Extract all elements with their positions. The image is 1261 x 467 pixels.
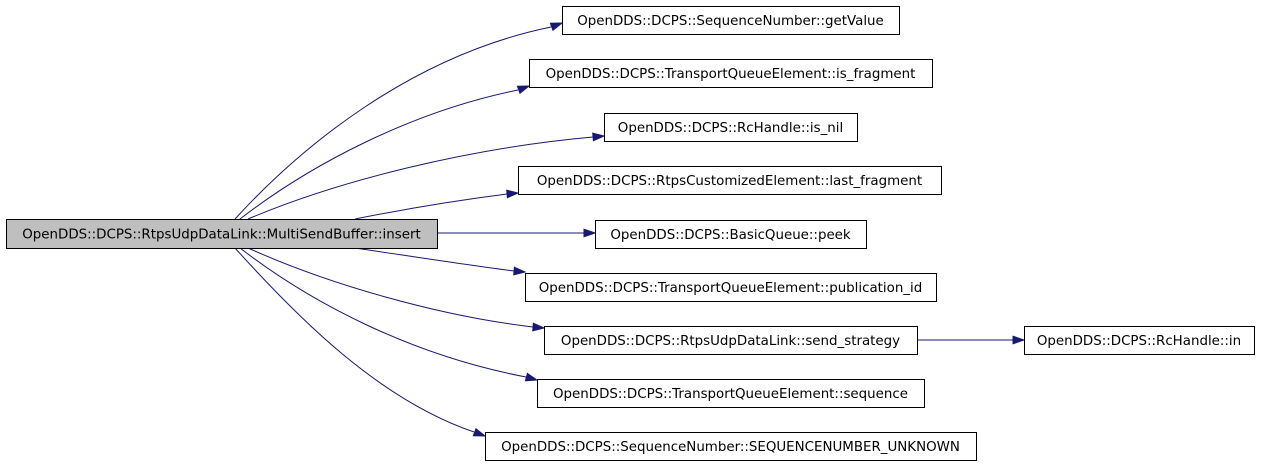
node-last_fragment[interactable]: OpenDDS::DCPS::RtpsCustomizedElement::la… — [518, 166, 942, 195]
node-label: OpenDDS::DCPS::TransportQueueElement::is… — [546, 67, 916, 82]
arrowhead-icon — [506, 189, 520, 199]
node-publication_id[interactable]: OpenDDS::DCPS::TransportQueueElement::pu… — [525, 273, 937, 302]
arrowhead-icon — [592, 132, 606, 142]
node-box — [1024, 326, 1255, 355]
node-box — [6, 219, 438, 249]
edge-insert-to-send_strategy — [247, 247, 546, 332]
arrowhead-icon — [1012, 335, 1026, 345]
node-is_nil[interactable]: OpenDDS::DCPS::RcHandle::is_nil — [604, 113, 858, 142]
node-label: OpenDDS::DCPS::RcHandle::in — [1037, 334, 1241, 349]
arrowhead-icon — [472, 427, 487, 437]
call-graph-edges — [234, 22, 1026, 437]
node-label: OpenDDS::DCPS::RtpsCustomizedElement::la… — [537, 174, 922, 189]
edge-insert-to-is_fragment — [239, 85, 531, 220]
edge-line — [234, 26, 552, 220]
node-is_fragment[interactable]: OpenDDS::DCPS::TransportQueueElement::is… — [529, 59, 933, 88]
call-graph-nodes: OpenDDS::DCPS::RtpsUdpDataLink::MultiSen… — [6, 6, 1255, 461]
edge-insert-to-publication_id — [354, 247, 527, 276]
edge-line — [239, 247, 527, 378]
edge-line — [354, 247, 515, 272]
edge-insert-to-peek — [437, 228, 597, 238]
node-box — [537, 379, 925, 408]
node-box — [544, 326, 918, 355]
node-label: OpenDDS::DCPS::RtpsUdpDataLink::MultiSen… — [22, 228, 420, 243]
edge-line — [234, 247, 475, 433]
edge-line — [247, 136, 594, 220]
node-send_strategy[interactable]: OpenDDS::DCPS::RtpsUdpDataLink::send_str… — [544, 326, 918, 355]
node-seq_unknown[interactable]: OpenDDS::DCPS::SequenceNumber::SEQUENCEN… — [485, 432, 977, 461]
edge-line — [239, 89, 519, 220]
node-peek[interactable]: OpenDDS::DCPS::BasicQueue::peek — [595, 220, 867, 249]
node-label: OpenDDS::DCPS::TransportQueueElement::pu… — [539, 281, 923, 296]
node-label: OpenDDS::DCPS::BasicQueue::peek — [610, 228, 851, 243]
node-getValue[interactable]: OpenDDS::DCPS::SequenceNumber::getValue — [562, 6, 900, 35]
arrowhead-icon — [549, 22, 564, 32]
node-box — [562, 6, 900, 35]
edge-send_strategy-to-rc_in — [917, 335, 1026, 345]
node-box — [604, 113, 858, 142]
edge-line — [247, 247, 534, 328]
arrowhead-icon — [583, 228, 597, 238]
node-rc_in[interactable]: OpenDDS::DCPS::RcHandle::in — [1024, 326, 1255, 355]
edge-insert-to-getValue — [234, 22, 564, 220]
node-box — [485, 432, 977, 461]
node-insert[interactable]: OpenDDS::DCPS::RtpsUdpDataLink::MultiSen… — [6, 219, 438, 249]
node-label: OpenDDS::DCPS::SequenceNumber::getValue — [577, 14, 884, 29]
edge-insert-to-is_nil — [247, 132, 606, 220]
node-label: OpenDDS::DCPS::RcHandle::is_nil — [618, 121, 843, 136]
node-sequence[interactable]: OpenDDS::DCPS::TransportQueueElement::se… — [537, 379, 925, 408]
edge-insert-to-sequence — [239, 247, 539, 382]
arrowhead-icon — [516, 85, 531, 95]
node-label: OpenDDS::DCPS::RtpsUdpDataLink::send_str… — [561, 334, 900, 349]
node-box — [595, 220, 867, 249]
edge-insert-to-seq_unknown — [234, 247, 487, 437]
node-label: OpenDDS::DCPS::SequenceNumber::SEQUENCEN… — [501, 440, 960, 455]
arrowhead-icon — [532, 322, 546, 332]
node-label: OpenDDS::DCPS::TransportQueueElement::se… — [553, 387, 908, 402]
edge-line — [354, 193, 508, 220]
arrowhead-icon — [524, 372, 539, 382]
node-box — [529, 59, 933, 88]
node-box — [525, 273, 937, 302]
arrowhead-icon — [513, 266, 527, 276]
edge-insert-to-last_fragment — [354, 189, 520, 220]
node-box — [518, 166, 942, 195]
